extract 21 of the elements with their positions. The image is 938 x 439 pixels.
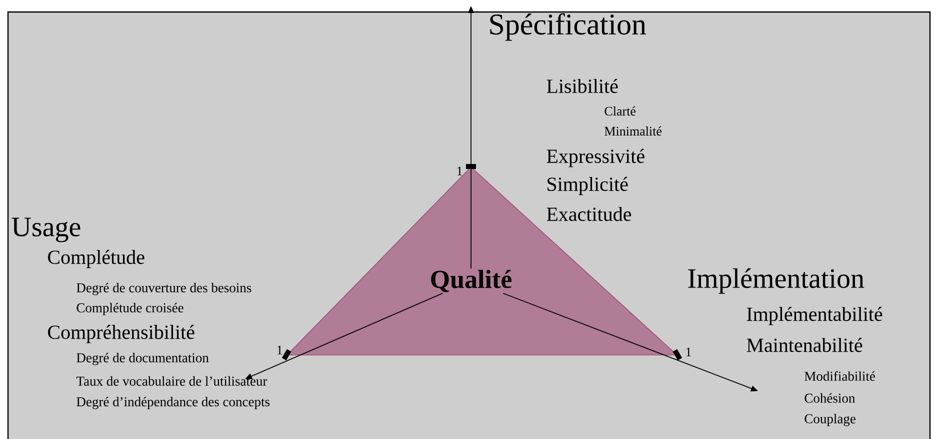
scale-value: 1 <box>457 166 462 176</box>
sub-criterion-text: Degré de couverture des besoins <box>76 282 252 296</box>
criterion-text: Simplicité <box>548 176 628 196</box>
sub-criterion-text: Minimalité <box>604 126 662 136</box>
sub-criterion-text: Degré d’indépendance des concepts <box>76 396 270 410</box>
axis-title: Spécification <box>490 13 646 41</box>
criterion-text: Exactitude <box>546 206 632 222</box>
sub-criterion-text: Degré de documentation <box>76 352 209 366</box>
sub-criterion-text: Taux de vocabulaire de l’utilisateur <box>76 376 268 386</box>
criterion-text: Compréhensibilité <box>48 324 194 344</box>
sub-criterion-text: Cohésion <box>804 393 855 403</box>
criterion-text: Maintenabilité <box>746 338 862 352</box>
sub-criterion-text: Clarté <box>604 106 636 116</box>
criterion-text: Implémentabilité <box>746 306 882 326</box>
criterion-text: Complétude <box>48 250 144 268</box>
sub-criterion-text: Couplage <box>804 414 856 426</box>
criterion-text: Lisibilité <box>546 78 618 94</box>
criterion-text: Expressivité <box>546 148 644 168</box>
axis-title: Usage <box>12 218 80 242</box>
sub-criterion-text: Complétude croisée <box>76 302 184 316</box>
sub-criterion-text: Modifiabilité <box>804 371 875 381</box>
